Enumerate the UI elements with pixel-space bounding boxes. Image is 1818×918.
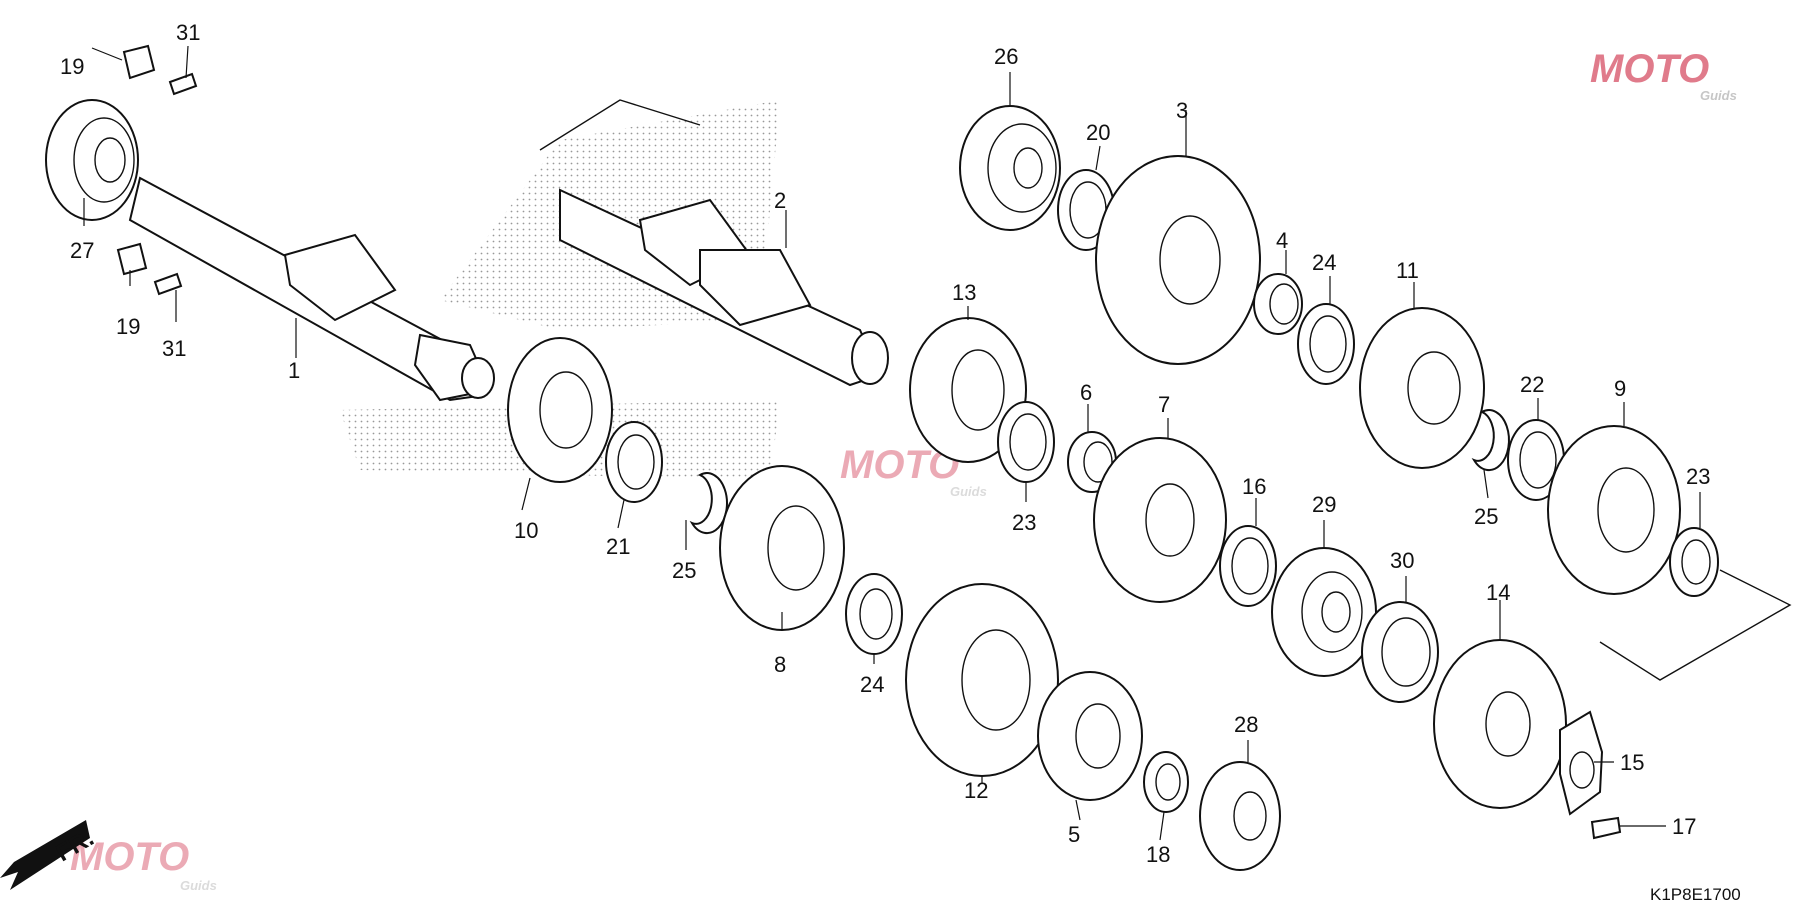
gear-12 (905, 583, 1059, 777)
callout-4: 4 (1276, 228, 1288, 253)
callout-2: 2 (774, 188, 786, 213)
callout-17: 17 (1672, 814, 1696, 839)
gear-10 (507, 337, 613, 483)
svg-text:Guids: Guids (1700, 88, 1737, 103)
gear-7 (1093, 437, 1227, 603)
callout-15: 15 (1620, 750, 1644, 775)
callout-18: 18 (1146, 842, 1170, 867)
callout-27: 27 (70, 238, 94, 263)
front-direction-arrow: FR. (0, 820, 98, 890)
callout-19-lower: 19 (116, 314, 140, 339)
callout-20: 20 (1086, 120, 1110, 145)
washer-24-upper (1297, 303, 1355, 385)
callout-22: 22 (1520, 372, 1544, 397)
sprocket-14 (1433, 639, 1567, 809)
callout-29: 29 (1312, 492, 1336, 517)
callout-25-right: 25 (1474, 504, 1498, 529)
watermark-bottom-left: MOTO Guids (70, 835, 217, 893)
bolt-31-lower (153, 272, 183, 296)
shaft-bracket-line (539, 99, 701, 151)
callout-labels: 1 2 3 4 5 6 7 8 9 10 11 12 13 14 15 16 1… (60, 20, 1710, 867)
callout-19-upper: 19 (60, 54, 84, 79)
sprocket-plate-15 (1559, 710, 1604, 816)
washer-24-lower (845, 573, 903, 655)
circlip-25-right (1471, 409, 1510, 472)
callout-23-center: 23 (1012, 510, 1036, 535)
callout-24-upper: 24 (1312, 250, 1336, 275)
lock-plate-19-upper (122, 44, 156, 80)
callout-28: 28 (1234, 712, 1258, 737)
watermark-top-right: MOTO Guids (1590, 47, 1737, 103)
washer-23-right (1669, 527, 1719, 597)
callout-7: 7 (1158, 392, 1170, 417)
circlip-25-left (689, 472, 728, 535)
gear-5 (1037, 671, 1143, 801)
countershaft-2 (559, 188, 889, 387)
washer-23-center (997, 401, 1055, 483)
callout-24-lower: 24 (860, 672, 884, 697)
gear-13 (909, 317, 1027, 463)
bushing-4 (1253, 273, 1303, 335)
bolt-17 (1590, 816, 1622, 840)
callout-31-lower: 31 (162, 336, 186, 361)
bearing-29 (1271, 547, 1377, 677)
gear-11 (1359, 307, 1485, 469)
svg-text:Guids: Guids (950, 484, 987, 499)
diagram-code: K1P8E1700 (1650, 885, 1741, 904)
countershaft-bracket-line (1599, 569, 1792, 681)
gear-3 (1095, 155, 1261, 365)
callout-11: 11 (1396, 258, 1419, 283)
callout-25-left: 25 (672, 558, 696, 583)
callout-16: 16 (1242, 474, 1266, 499)
callout-12: 12 (964, 778, 988, 803)
callout-26: 26 (994, 44, 1018, 69)
bearing-28 (1199, 761, 1281, 871)
bolt-31-upper (168, 72, 198, 96)
callout-23-right: 23 (1686, 464, 1710, 489)
callout-5: 5 (1068, 822, 1080, 847)
callout-10: 10 (514, 518, 538, 543)
callout-9: 9 (1614, 376, 1626, 401)
callout-21: 21 (606, 534, 630, 559)
callout-8: 8 (774, 652, 786, 677)
gear-9 (1547, 425, 1681, 595)
callout-30: 30 (1390, 548, 1414, 573)
main-shaft-1 (128, 176, 495, 402)
bearing-26 (959, 105, 1061, 231)
callout-1: 1 (288, 358, 300, 383)
svg-text:MOTO: MOTO (1590, 47, 1709, 91)
callout-13: 13 (952, 280, 976, 305)
gear-8 (719, 465, 845, 631)
svg-text:MOTO: MOTO (70, 835, 189, 879)
callout-6: 6 (1080, 380, 1092, 405)
washer-21 (605, 421, 663, 503)
leader-lines (83, 45, 1701, 841)
svg-text:Guids: Guids (180, 878, 217, 893)
oil-seal-30 (1361, 601, 1439, 703)
bearing-27 (45, 99, 139, 221)
callout-3: 3 (1176, 98, 1188, 123)
callout-14: 14 (1486, 580, 1510, 605)
washer-16 (1219, 525, 1277, 607)
lock-plate-19-lower (116, 242, 148, 276)
washer-18 (1143, 751, 1189, 813)
callout-31-upper: 31 (176, 20, 200, 45)
